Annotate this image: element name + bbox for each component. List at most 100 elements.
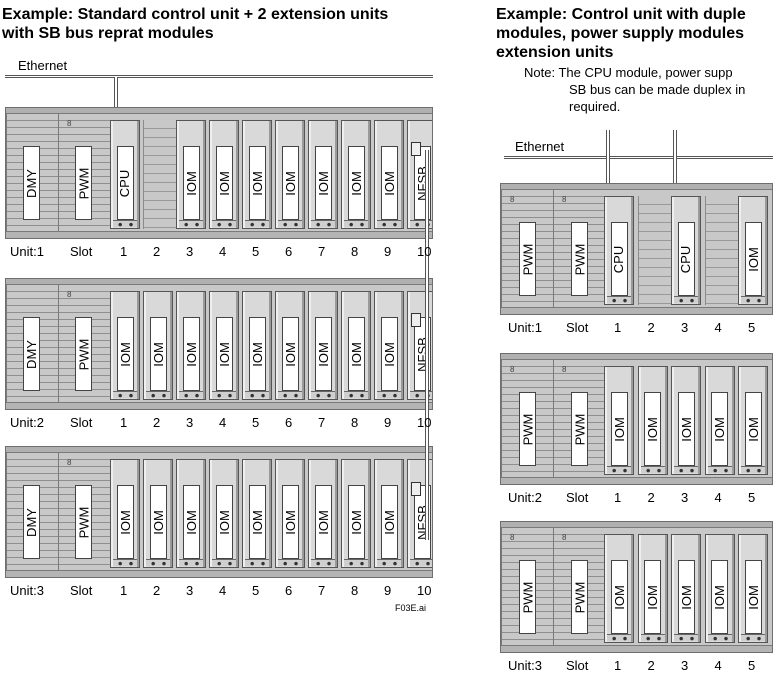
right-unit-2-module-label-2: IOM	[644, 392, 661, 466]
module-label-text: IOM	[745, 584, 761, 610]
module-label-text: IOM	[348, 509, 364, 535]
left-unit-3-module-label-1: IOM	[116, 485, 134, 559]
left-unit-1-slot-number: 7	[318, 244, 326, 259]
left-unit-1-slot-number: 10	[417, 244, 432, 259]
module-label-text: IOM	[745, 416, 761, 442]
module-label-text: IOM	[645, 584, 660, 610]
right-unit-1-slot-number: 5	[748, 320, 756, 335]
left-unit-1-module-label-7: IOM	[347, 146, 365, 220]
left-unit-3-ps-label-1: DMY	[23, 485, 40, 559]
module-label-text: IOM	[381, 170, 397, 196]
left-sb-bus-cable	[425, 150, 429, 540]
left-unit-3-module-label-7: IOM	[314, 485, 332, 559]
right-unit-3-module-label-3: IOM	[677, 560, 695, 634]
left-title-line2: with SB bus reprat modules	[2, 25, 214, 42]
left-unit-3-slot-number: 1	[120, 583, 128, 598]
module-label-text: PWM	[572, 243, 587, 275]
right-unit-3-slot-number: 1	[614, 658, 622, 673]
left-unit-1-ps-label-1: DMY	[23, 146, 40, 220]
module-label-text: CPU	[117, 169, 133, 197]
module-label-text: IOM	[348, 341, 364, 367]
left-unit-1-module-label-5: IOM	[281, 146, 299, 220]
right-ethernet-label: Ethernet	[515, 139, 565, 154]
left-unit-2-slot-number: 9	[384, 415, 392, 430]
right-unit-2-slot-number: 5	[748, 490, 756, 505]
left-unit-1-module-label-8: IOM	[380, 146, 398, 220]
right-unit-3-slot-number: 3	[681, 658, 689, 673]
module-label-text: PWM	[572, 581, 587, 613]
module-label-text: IOM	[381, 509, 397, 535]
right-unit-2-module-label-4: IOM	[711, 392, 728, 466]
left-unit-3-module-label-4: IOM	[215, 485, 233, 559]
module-label-text: IOM	[381, 341, 397, 367]
right-unit-3-slot-number: 2	[647, 658, 655, 673]
left-unit-1-module-label-1: CPU	[116, 146, 134, 220]
right-unit-3-module-label-1: IOM	[610, 560, 628, 634]
left-unit-1-slot-number: 9	[384, 244, 392, 259]
left-unit-2-module-label-3: IOM	[182, 317, 200, 391]
module-label-text: PWM	[520, 581, 535, 613]
module-label-text: IOM	[315, 509, 331, 535]
left-unit-3-slot-number: 3	[186, 583, 194, 598]
right-unit-3-ps-label-2: PWM	[571, 560, 588, 634]
left-unit-2-slot-number: 4	[219, 415, 227, 430]
left-unit-3-module-label-6: IOM	[281, 485, 299, 559]
left-unit-1-slot-number: 8	[351, 244, 359, 259]
left-unit-2-ps-label-2: PWM	[75, 317, 92, 391]
right-unit-1-slot-number: 3	[681, 320, 689, 335]
left-unit-1-slot-number: 4	[219, 244, 227, 259]
module-label-text: IOM	[611, 584, 627, 610]
left-unit-3-label: Unit:3	[10, 583, 44, 598]
module-label-text: IOM	[282, 341, 298, 367]
module-label-text: IOM	[216, 170, 232, 196]
left-unit-2-slot-number: 7	[318, 415, 326, 430]
left-unit-2-slot-number: 2	[153, 415, 161, 430]
left-unit-1-slot-number: 3	[186, 244, 194, 259]
right-unit-1-label: Unit:1	[508, 320, 542, 335]
right-unit-3-module-label-5: IOM	[744, 560, 762, 634]
right-unit-1-ps-label-1: PWM	[519, 222, 536, 296]
module-label-text: IOM	[712, 416, 727, 442]
left-unit-2-module-label-5: IOM	[248, 317, 266, 391]
right-unit-3-label: Unit:3	[508, 658, 542, 673]
left-unit-2-ps-label-1: DMY	[23, 317, 40, 391]
right-unit-1-module-label-3: IOM	[744, 222, 762, 296]
left-unit-3-ps-label-2: PWM	[75, 485, 92, 559]
module-label-text: IOM	[216, 509, 232, 535]
module-label-text: PWM	[76, 506, 91, 538]
left-unit-2-slot-number: 10	[417, 415, 432, 430]
right-unit-2-label: Unit:2	[508, 490, 542, 505]
module-label-text: IOM	[183, 170, 199, 196]
nfsb-connector-1	[411, 142, 421, 156]
left-unit-1-ps-label-2: PWM	[75, 146, 92, 220]
module-label-text: PWM	[76, 167, 91, 199]
right-unit-3-module-label-4: IOM	[711, 560, 728, 634]
left-unit-3-slot-number: 4	[219, 583, 227, 598]
module-label-text: PWM	[520, 243, 535, 275]
left-unit-2-label: Unit:2	[10, 415, 44, 430]
left-unit-1-slot-label: Slot	[70, 244, 93, 259]
module-label-text: IOM	[249, 341, 265, 367]
left-unit-1-slot-number: 6	[285, 244, 293, 259]
nfsb-connector-3	[411, 482, 421, 496]
right-unit-2-slot-number: 4	[714, 490, 722, 505]
module-label-text: DMY	[24, 339, 40, 369]
left-unit-2-slot-number: 8	[351, 415, 359, 430]
module-label-text: IOM	[282, 170, 298, 196]
left-unit-3-module-label-2: IOM	[149, 485, 167, 559]
module-label-text: IOM	[216, 341, 232, 367]
module-label-text: IOM	[249, 170, 265, 196]
left-unit-1-slot-number: 1	[120, 244, 128, 259]
right-unit-2-ps-label-1: PWM	[519, 392, 536, 466]
left-ethernet-label: Ethernet	[18, 58, 68, 73]
module-label-text: IOM	[117, 341, 133, 367]
right-unit-2-slot-number: 2	[647, 490, 655, 505]
module-label-text: IOM	[611, 416, 627, 442]
left-unit-3-slot-number: 5	[252, 583, 260, 598]
left-unit-3-module-label-9: IOM	[380, 485, 398, 559]
left-unit-3-module-label-5: IOM	[248, 485, 266, 559]
left-unit-2-slot-number: 5	[252, 415, 260, 430]
